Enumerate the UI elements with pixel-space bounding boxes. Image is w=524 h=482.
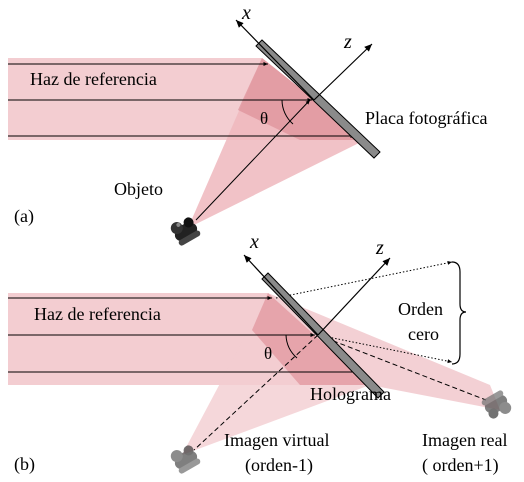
panel-a-label: (a) — [14, 206, 34, 227]
z-axis-b — [317, 257, 391, 336]
angle-arc-a — [281, 99, 294, 125]
hologram-label: Holograma — [310, 384, 391, 404]
zero-order-ray-1 — [275, 260, 453, 299]
hologram-plate — [261, 272, 385, 399]
zero-order-label-line2: cero — [408, 324, 439, 344]
x-axis-label-b: x — [249, 231, 259, 253]
plate-label: Placa fotográfica — [365, 108, 487, 128]
zero-order-bracket — [451, 261, 467, 365]
z-axis-label-b: z — [375, 237, 384, 259]
photographic-plate — [255, 39, 381, 159]
x-axis-a — [235, 19, 315, 101]
zero-order-label-line1: Orden — [398, 299, 443, 319]
angle-arc-b — [285, 334, 298, 359]
real-image-label-line1: Imagen real — [422, 430, 507, 450]
panel-a: Haz de referencia Placa fotográfica Obje… — [8, 2, 487, 246]
z-axis-a — [313, 43, 373, 101]
object-figure-a — [170, 217, 201, 246]
object-ray-a — [195, 99, 311, 221]
real-image-figure — [481, 390, 512, 419]
angle-label-a: θ — [260, 109, 268, 128]
x-axis-b — [243, 254, 319, 336]
virtual-image-ray — [193, 334, 319, 451]
reference-beam-label-b: Haz de referencia — [34, 304, 161, 324]
panel-b: Haz de referencia Orden cero Holograma I… — [8, 231, 512, 476]
virtual-image-label-line1: Imagen virtual — [224, 430, 329, 450]
real-image-label-line2: ( orden+1) — [422, 455, 499, 476]
reference-beam-label-a: Haz de referencia — [30, 69, 157, 89]
virtual-image-label-line2: (orden-1) — [245, 455, 313, 476]
real-image-beam — [268, 293, 500, 410]
interference-region-b — [252, 293, 370, 385]
virtual-image-figure — [170, 445, 201, 474]
object-label: Objeto — [114, 179, 163, 199]
z-axis-label-a: z — [343, 31, 352, 53]
object-beam-cone-a — [188, 58, 365, 228]
x-axis-label-a: x — [241, 2, 251, 24]
real-image-ray — [317, 334, 487, 401]
panel-b-label: (b) — [14, 454, 35, 475]
angle-label-b: θ — [264, 344, 272, 363]
